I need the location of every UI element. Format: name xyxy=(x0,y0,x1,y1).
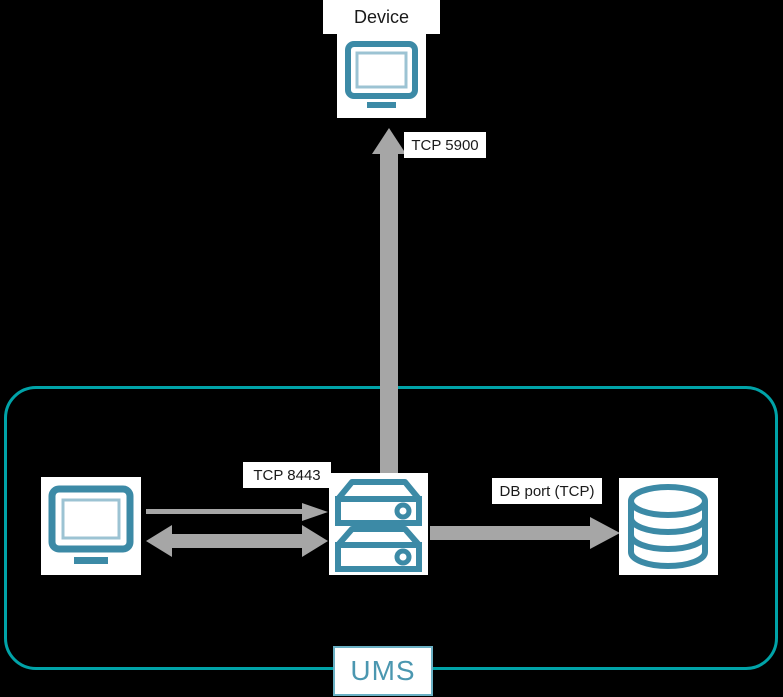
device-monitor-icon xyxy=(337,33,426,118)
client-monitor-icon xyxy=(41,477,141,575)
connection-label-tcp-5900: TCP 5900 xyxy=(404,132,486,158)
server-icon xyxy=(329,473,428,575)
connection-label-tcp-8443: TCP 8443 xyxy=(243,462,331,488)
connection-label-db-port: DB port (TCP) xyxy=(492,478,602,504)
arrow-client-to-server-thin xyxy=(146,503,328,521)
arrow-server-to-device xyxy=(372,128,406,474)
arrow-server-to-database xyxy=(430,517,620,549)
ums-label: UMS xyxy=(333,646,433,696)
device-label: Device xyxy=(323,0,440,34)
arrow-client-server-bidirectional xyxy=(146,525,328,557)
database-icon xyxy=(619,478,718,575)
